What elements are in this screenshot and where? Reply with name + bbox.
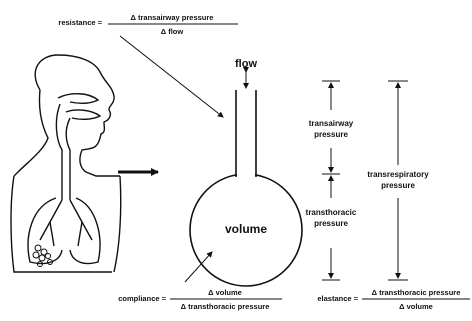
resistance-denominator: Δ flow bbox=[161, 27, 184, 36]
transthoracic-bracket bbox=[322, 176, 340, 280]
resistance-formula: resistance = Δ transairway pressure Δ fl… bbox=[58, 13, 238, 36]
volume-label: volume bbox=[225, 222, 267, 236]
compliance-denominator: Δ transthoracic pressure bbox=[181, 302, 270, 311]
elastance-lhs: elastance = bbox=[317, 294, 358, 303]
transthoracic-label-line2: pressure bbox=[314, 219, 348, 228]
elastance-denominator: Δ volume bbox=[399, 302, 433, 311]
transthoracic-label-line1: transthoracic bbox=[306, 208, 357, 217]
transairway-label-line1: transairway bbox=[309, 119, 354, 128]
bulb-neck-mask bbox=[237, 172, 255, 180]
elastance-numerator: Δ transthoracic pressure bbox=[372, 288, 461, 297]
human-torso-illustration bbox=[11, 55, 121, 272]
lung-model bbox=[190, 90, 302, 286]
flow-label: flow bbox=[235, 58, 257, 70]
resistance-pointer bbox=[120, 36, 223, 117]
resistance-numerator: Δ transairway pressure bbox=[131, 13, 214, 22]
transairway-label-line2: pressure bbox=[314, 130, 348, 139]
compliance-pointer bbox=[185, 252, 212, 282]
transrespiratory-label-line2: pressure bbox=[381, 181, 415, 190]
transrespiratory-label-line1: transrespiratory bbox=[367, 170, 429, 179]
compliance-lhs: compliance = bbox=[118, 294, 166, 303]
compliance-formula: compliance = Δ volume Δ transthoracic pr… bbox=[118, 288, 282, 311]
compliance-numerator: Δ volume bbox=[208, 288, 242, 297]
resistance-lhs: resistance = bbox=[58, 18, 102, 27]
elastance-formula: elastance = Δ transthoracic pressure Δ v… bbox=[317, 288, 470, 311]
